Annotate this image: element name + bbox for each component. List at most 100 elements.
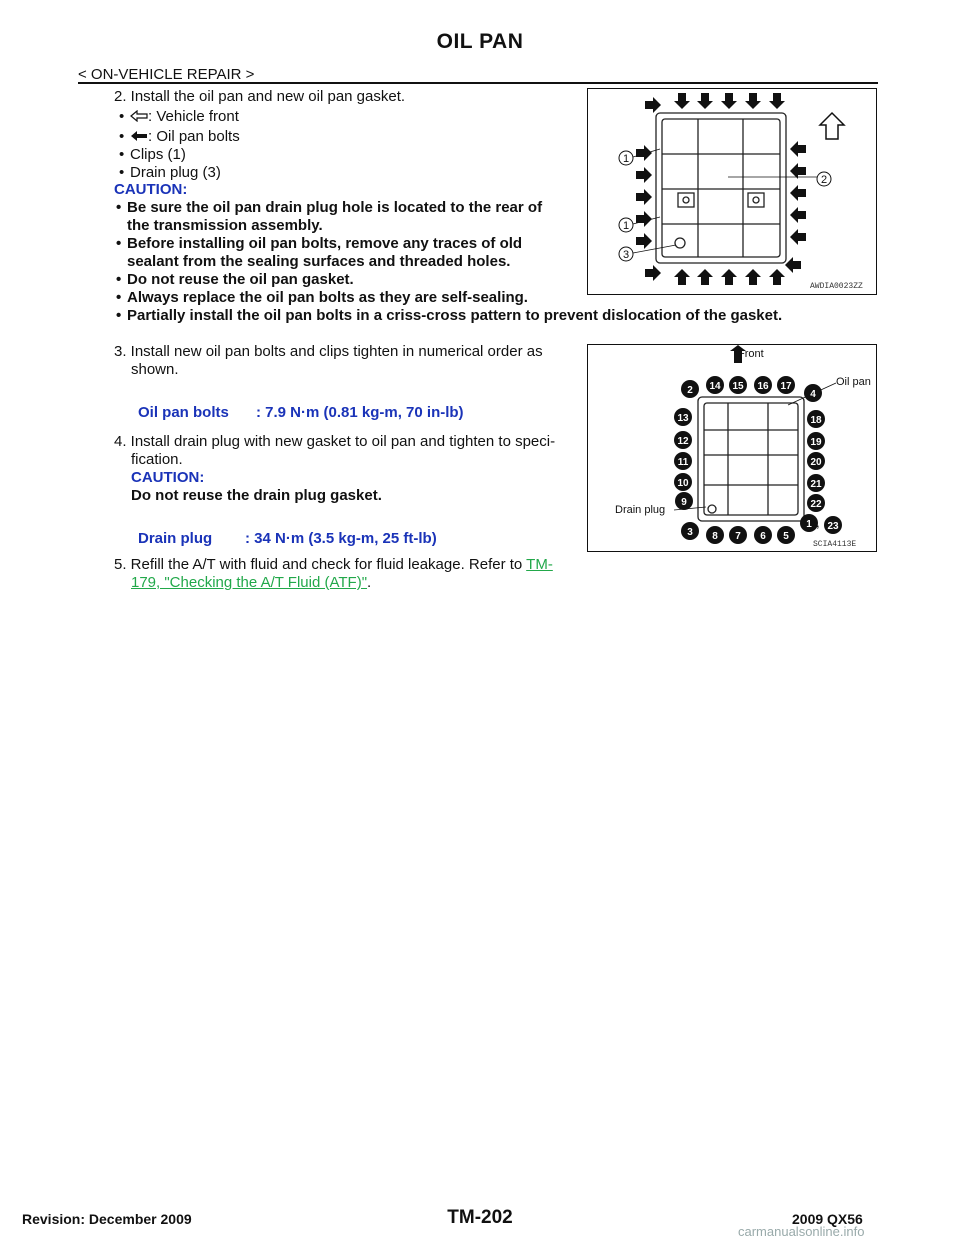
bolt-number-20: 20 (810, 457, 822, 468)
step-5-body: 5. Refill the A/T with fluid and check f… (114, 556, 527, 573)
bolt-marker-18 (807, 410, 825, 428)
clips-item: Clips (1) (119, 146, 186, 164)
bolt-number-2: 2 (687, 385, 693, 396)
caution-label: CAUTION: (114, 181, 188, 198)
legend-front-label: : Vehicle front (148, 108, 239, 125)
bolt-marker-10 (674, 473, 692, 491)
step-5-end: . (367, 574, 372, 591)
bolt-marker-14 (706, 376, 724, 394)
bolt-marker-17 (777, 376, 795, 394)
bolt-marker-19 (807, 432, 825, 450)
bolt-number-4: 4 (810, 389, 816, 400)
bolt-marker-22 (807, 494, 825, 512)
oil-pan-diagram: 1 2 1 3 AWDIA0023ZZ (618, 93, 863, 291)
bolt-number-13: 13 (677, 413, 689, 424)
caution-item-cont: sealant from the sealing surfaces and th… (127, 253, 511, 270)
bolt-number-markers: 2 14 15 16 17 4 13 18 12 19 11 20 10 21 9 22 3 8 7 6 5 1 23 (674, 376, 842, 544)
legend-front-item: : Vehicle front (119, 108, 239, 126)
bolt-number-22: 22 (810, 499, 822, 510)
caution-item: Do not reuse the oil pan gasket. (116, 271, 354, 289)
bolt-number-17: 17 (780, 381, 792, 392)
bolt-marker-3 (681, 522, 699, 540)
figure-code: AWDIA0023ZZ (810, 282, 863, 291)
front-arrow-icon (730, 345, 746, 363)
spec-oil-pan-bolts-value: : 7.9 N·m (0.81 kg-m, 70 in-lb) (256, 404, 464, 421)
drain-plug-label: Drain plug (615, 504, 665, 516)
bolt-marker-13 (674, 408, 692, 426)
reference-link-part1[interactable]: TM- (526, 556, 553, 573)
front-label: Front (738, 348, 764, 360)
bolt-number-15: 15 (732, 381, 744, 392)
step-4-text-cont: fication. (131, 451, 183, 468)
bolt-marker-4 (804, 384, 822, 402)
caution-item: Before installing oil pan bolts, remove … (116, 235, 577, 253)
bolt-marker-1 (800, 514, 818, 532)
reference-link-part2[interactable]: 179, "Checking the A/T Fluid (ATF)" (131, 574, 368, 591)
bolt-marker-9 (675, 492, 693, 510)
caution-label-2: CAUTION: (131, 469, 205, 486)
figure-code: SCIA4113E (813, 540, 856, 549)
oil-pan-bolts-figure: 1 2 1 3 AWDIA0023ZZ (587, 88, 877, 295)
caution-drain-gasket: Do not reuse the drain plug gasket. (131, 487, 382, 504)
page-title: OIL PAN (436, 30, 524, 53)
bolt-number-8: 8 (712, 531, 718, 542)
bolt-number-12: 12 (677, 436, 689, 447)
bolt-number-5: 5 (783, 531, 789, 542)
bolt-number-7: 7 (735, 531, 741, 542)
outline-arrow-icon (130, 109, 148, 123)
section-heading: < ON-VEHICLE REPAIR > (78, 66, 255, 83)
bolt-marker-6 (754, 526, 772, 544)
step-2-text: 2. Install the oil pan and new oil pan g… (114, 88, 406, 105)
spec-oil-pan-bolts-label: Oil pan bolts (138, 404, 229, 421)
comma-separator: , (816, 515, 820, 530)
step-3-text: 3. Install new oil pan bolts and clips t… (114, 343, 543, 360)
bolt-marker-21 (807, 474, 825, 492)
page-number: TM-202 (447, 1207, 513, 1228)
bolt-number-6: 6 (760, 531, 766, 542)
bolt-number-14: 14 (709, 381, 721, 392)
header-rule (78, 82, 878, 84)
bolt-marker-11 (674, 452, 692, 470)
bolt-number-1: 1 (806, 519, 812, 530)
bolt-marker-15 (729, 376, 747, 394)
bolt-marker-20 (807, 452, 825, 470)
bolt-number-21: 21 (810, 479, 822, 490)
bolt-number-18: 18 (810, 415, 822, 426)
bolt-marker-16 (754, 376, 772, 394)
caution-item: Be sure the oil pan drain plug hole is l… (116, 199, 577, 217)
revision-date: Revision: December 2009 (22, 1211, 192, 1227)
bolt-number-3: 3 (687, 527, 693, 538)
legend-bolts-item: : Oil pan bolts (119, 128, 240, 146)
bolt-number-10: 10 (677, 478, 689, 489)
bolt-number-16: 16 (757, 381, 769, 392)
spec-drain-plug-label: Drain plug (138, 530, 213, 547)
callout-1b: 1 (623, 220, 629, 232)
oil-pan-label: Oil pan (836, 376, 871, 388)
callout-1a: 1 (623, 153, 629, 165)
solid-arrow-icon (131, 131, 147, 141)
step-5-text-cont: 179, "Checking the A/T Fluid (ATF)". (131, 574, 371, 592)
caution-item: Always replace the oil pan bolts as they… (116, 289, 528, 307)
bolt-marker-12 (674, 431, 692, 449)
bolt-marker-23 (824, 516, 842, 534)
bolt-marker-7 (729, 526, 747, 544)
bolt-marker-5 (777, 526, 795, 544)
spec-drain-plug-value: : 34 N·m (3.5 kg-m, 25 ft-lb) (245, 530, 437, 547)
callout-2: 2 (821, 174, 827, 186)
callout-3: 3 (623, 249, 629, 261)
bolt-marker-8 (706, 526, 724, 544)
bolt-number-23: 23 (827, 521, 839, 532)
watermark: carmanualsonline.info (738, 1224, 865, 1239)
bolt-marker-2 (681, 380, 699, 398)
drain-plug-item: Drain plug (3) (119, 164, 221, 182)
model-year: 2009 QX56 (792, 1211, 863, 1227)
bolt-number-11: 11 (678, 457, 689, 468)
bolt-number-9: 9 (681, 497, 687, 508)
caution-item: Partially install the oil pan bolts in a… (116, 307, 782, 325)
bolt-number-19: 19 (810, 437, 822, 448)
caution-item-cont: the transmission assembly. (127, 217, 323, 234)
step-3-text-cont: shown. (131, 361, 179, 378)
vehicle-front-arrow-icon (818, 111, 846, 140)
